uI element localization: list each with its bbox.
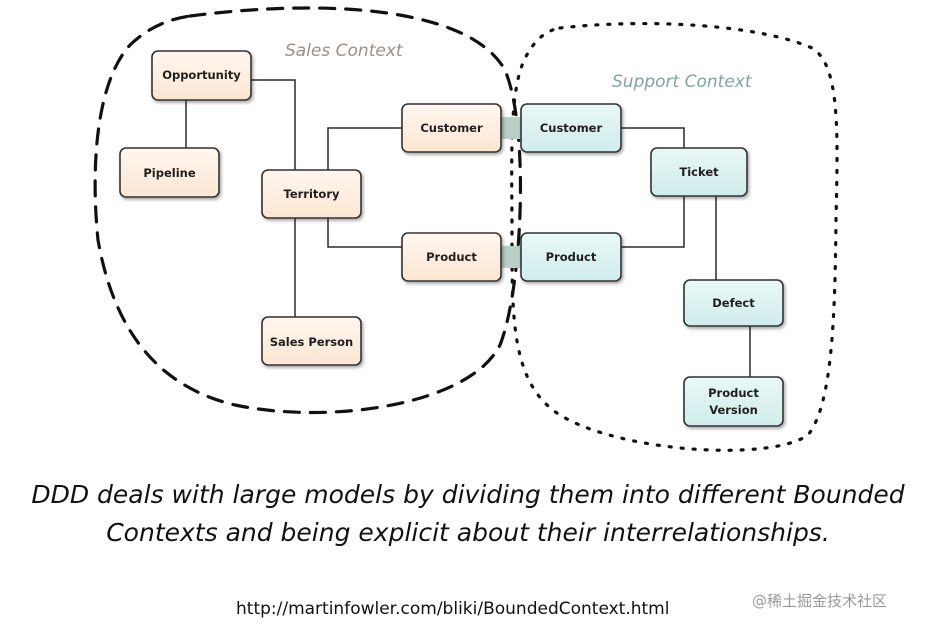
entity-support-product-label: Product: [546, 250, 597, 264]
bounded-context-diagram: Sales Context Support Context Opportunit…: [93, 6, 839, 452]
entity-sales-person: Sales Person: [261, 316, 362, 366]
entity-sales-person-label: Sales Person: [270, 335, 353, 349]
link-support-customer-ticket: [621, 127, 685, 148]
entity-ticket: Ticket: [650, 147, 748, 197]
entity-sales-product-label: Product: [426, 250, 477, 264]
sales-context-title: Sales Context: [285, 41, 404, 61]
entity-support-customer: Customer: [520, 103, 622, 153]
source-url-link[interactable]: http://martinfowler.com/bliki/BoundedCon…: [236, 599, 670, 619]
entity-product-version: Product Version: [683, 376, 784, 427]
support-context-boundary: [510, 21, 839, 452]
link-territory-customer: [327, 127, 402, 188]
entity-defect: Defect: [683, 279, 784, 327]
entity-territory: Territory: [261, 169, 362, 219]
caption-line-1: DDD deals with large models by dividing …: [31, 480, 905, 509]
caption-line-2: Contexts and being explicit about their …: [106, 518, 830, 547]
link-opportunity-territory: [251, 79, 296, 170]
entity-territory-label: Territory: [284, 187, 340, 201]
entity-pipeline-label: Pipeline: [143, 166, 195, 180]
entity-sales-product: Product: [401, 232, 502, 282]
entity-sales-customer-label: Customer: [420, 121, 483, 135]
entity-opportunity-label: Opportunity: [162, 68, 241, 82]
entity-support-product: Product: [520, 232, 622, 282]
entity-product-version-label-line1: Product: [708, 386, 759, 400]
watermark-text: @稀土掘金技术社区: [752, 592, 888, 610]
entity-ticket-label: Ticket: [679, 165, 719, 179]
entity-defect-label: Defect: [712, 296, 755, 310]
entity-sales-customer: Customer: [401, 103, 502, 153]
entity-pipeline: Pipeline: [119, 147, 220, 198]
support-context-title: Support Context: [612, 72, 753, 92]
sales-context-boundary: [93, 6, 523, 415]
link-ticket-support-product: [621, 196, 685, 248]
entity-support-customer-label: Customer: [540, 121, 603, 135]
shared-customer-connector: [501, 117, 521, 139]
entity-opportunity: Opportunity: [151, 50, 252, 101]
entity-product-version-label-line2: Version: [709, 403, 758, 417]
shared-product-connector: [501, 246, 521, 268]
association-lines: [185, 79, 751, 377]
